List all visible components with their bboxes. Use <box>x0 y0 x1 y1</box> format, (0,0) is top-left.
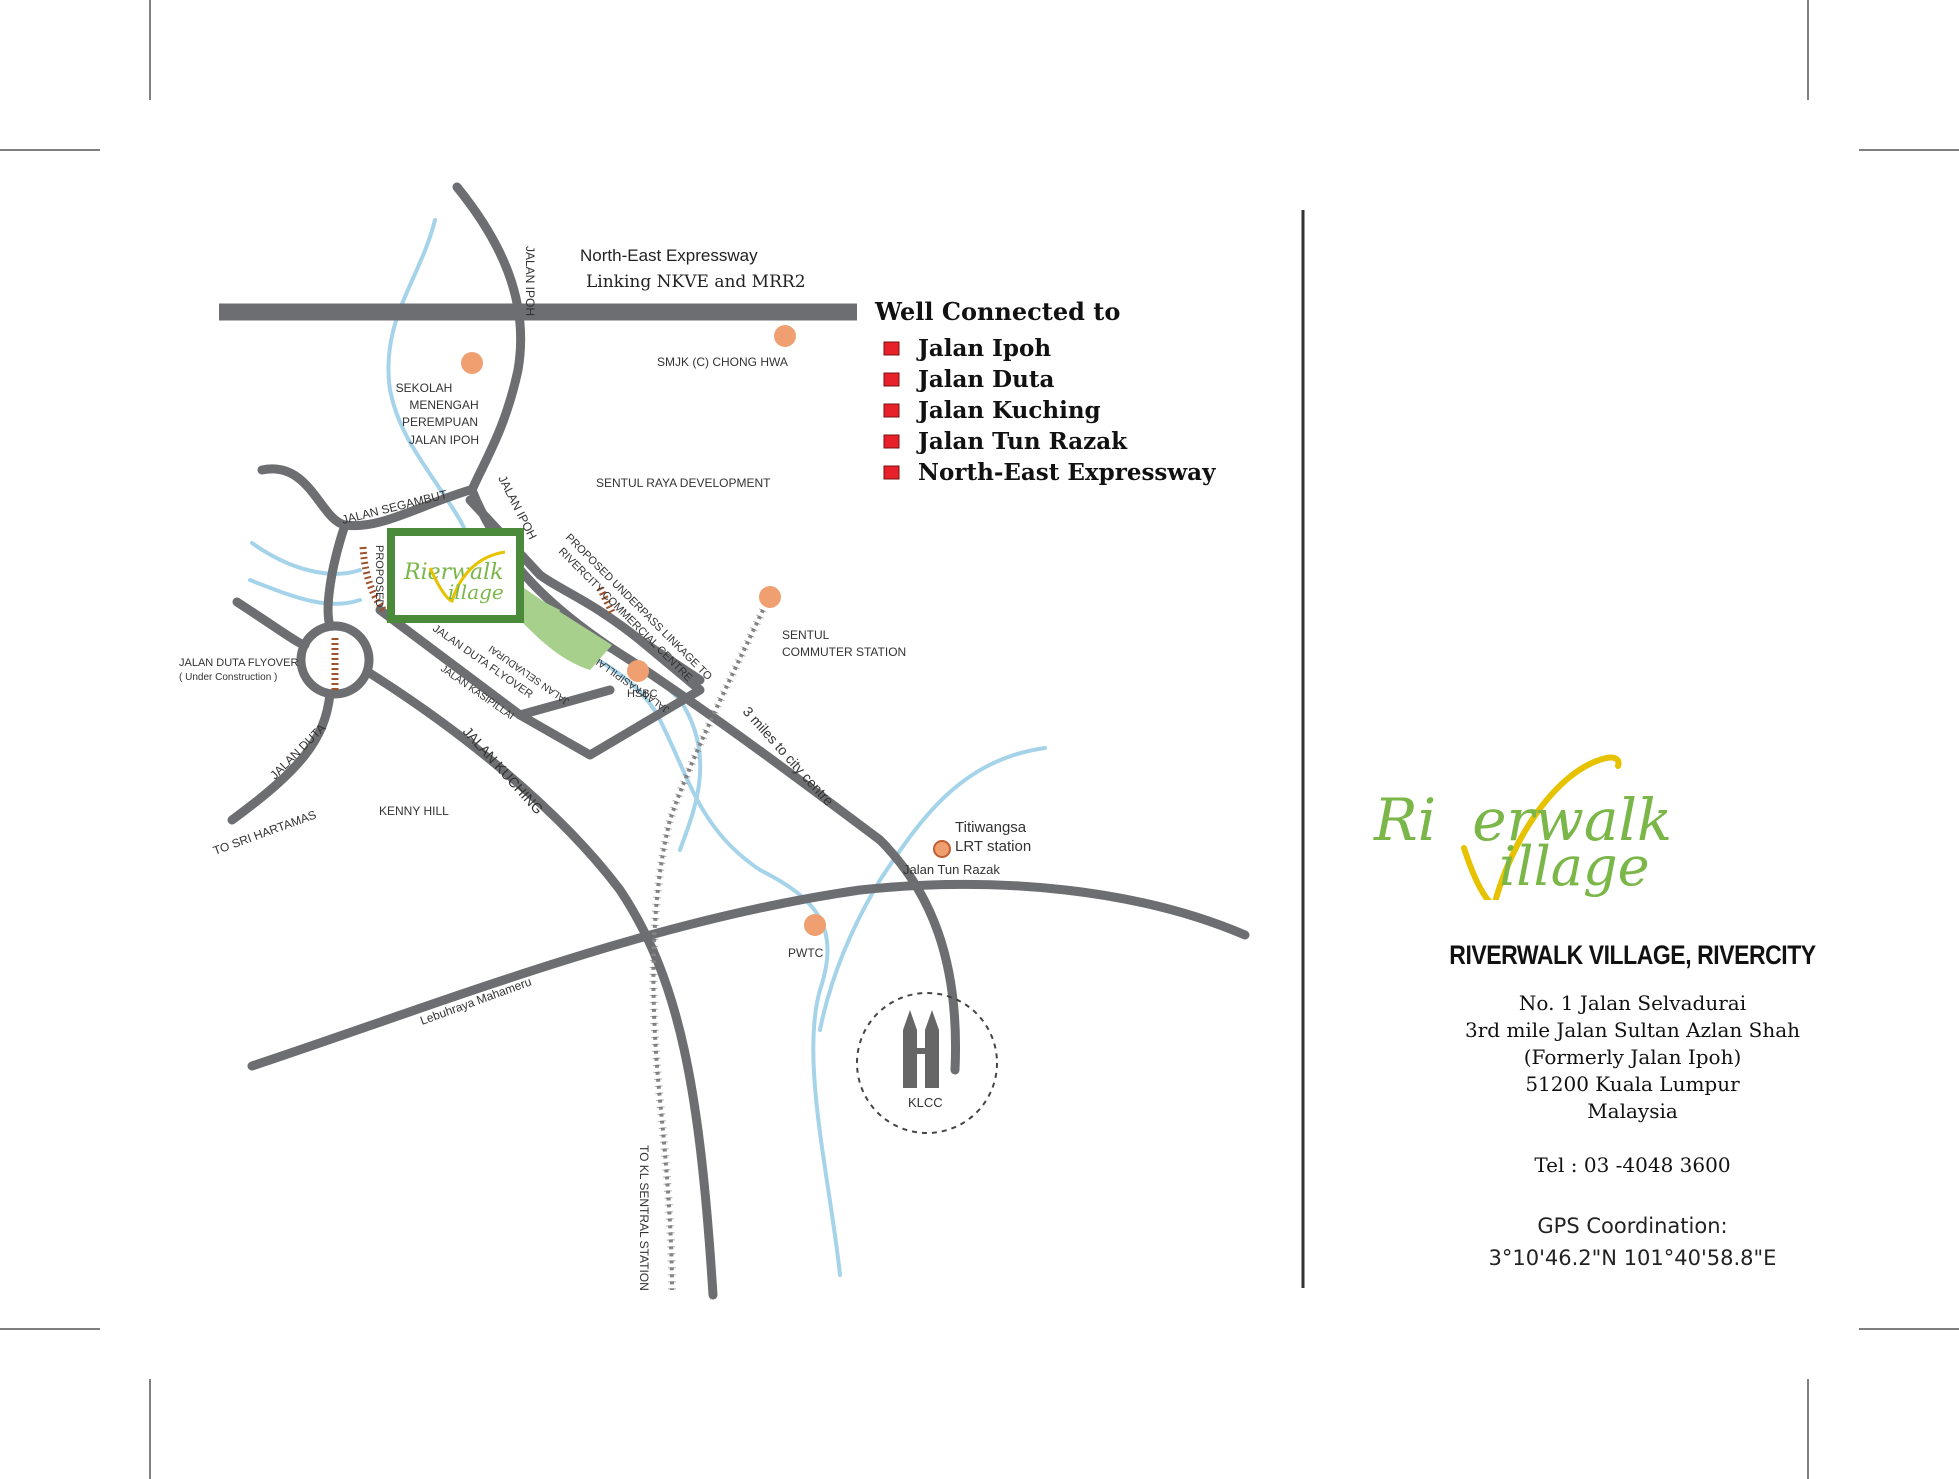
jalan-tun-razak-road <box>247 879 1250 1071</box>
label-to-sri-hartamas: TO SRI HARTAMAS <box>211 807 318 857</box>
label-jalan-ipoh-top: JALAN IPOH <box>523 246 537 316</box>
site-logo-v-swoosh <box>428 550 506 603</box>
site-logo-frame <box>387 528 524 623</box>
legend-item: Jalan Ipoh <box>916 335 1051 362</box>
expressway-subtitle: Linking NKVE and MRR2 <box>586 272 806 292</box>
jalan-duta-south-road <box>227 689 335 825</box>
label-sentul-raya: SENTUL RAYA DEVELOPMENT <box>596 476 771 490</box>
klcc-circle <box>856 992 998 1134</box>
address-line: Malaysia <box>1587 1099 1678 1123</box>
jalan-kuching-road <box>363 667 718 1300</box>
address-line: 51200 Kuala Lumpur <box>1525 1072 1740 1096</box>
address-line: No. 1 Jalan Selvadurai <box>1518 991 1747 1015</box>
road-labels: JALAN IPOH JALAN IPOH JALAN SEGAMBUT PRO… <box>211 246 1000 1291</box>
label-titiwangsa-1: Titiwangsa <box>955 819 1027 836</box>
legend-item: North-East Expressway <box>918 459 1216 486</box>
poi-sekolah <box>461 352 483 374</box>
poi-sentul <box>759 586 781 608</box>
label-jalan-tun-razak: Jalan Tun Razak <box>903 862 1000 877</box>
label-sentul-2: COMMUTER STATION <box>782 645 906 659</box>
label-sekolah-4: JALAN IPOH <box>409 433 479 447</box>
klcc-label: KLCC <box>908 1095 943 1110</box>
label-jalan-kuching: JALAN KUCHING <box>460 723 547 817</box>
info-title: RIVERWALK VILLAGE, RIVERCITY <box>1449 940 1816 970</box>
legend-marker <box>883 403 900 418</box>
site-logo-line2: illage <box>448 580 504 604</box>
label-titiwangsa-2: LRT station <box>955 838 1031 855</box>
label-3-miles: 3 miles to city centre <box>740 703 837 809</box>
label-sekolah-1: SEKOLAH <box>396 381 453 395</box>
poi-smjk <box>774 325 796 347</box>
legend-item: Jalan Kuching <box>916 397 1101 424</box>
label-sekolah-2: MENENGAH <box>409 398 478 412</box>
label-flyover-2: ( Under Construction ) <box>179 672 277 683</box>
label-to-kl-sentral: TO KL SENTRAL STATION <box>637 1145 651 1291</box>
legend-item: Jalan Tun Razak <box>916 428 1128 455</box>
roundabout <box>296 621 374 699</box>
expressway-name: North-East Expressway <box>580 246 758 265</box>
logo-swoosh <box>1461 754 1622 900</box>
jalan-duta-flyover-road <box>232 597 310 650</box>
legend-marker <box>883 341 900 356</box>
label-sentul-1: SENTUL <box>782 628 830 642</box>
jalan-duta-road <box>323 520 350 631</box>
poi-titiwangsa <box>933 840 951 858</box>
label-kenny-hill: KENNY HILL <box>379 804 449 818</box>
jalan-kasipillai-branch <box>515 635 705 760</box>
legend-title: Well Connected to <box>874 297 1120 326</box>
address-block: No. 1 Jalan Selvadurai 3rd mile Jalan Su… <box>1306 990 1959 1125</box>
gps-label: GPS Coordination: <box>1537 1214 1728 1238</box>
proposed-marks <box>331 546 616 690</box>
label-pwtc: PWTC <box>788 946 824 960</box>
legend-marker <box>883 434 900 449</box>
poi-markers <box>461 325 951 936</box>
legend-marker <box>883 465 900 480</box>
legend-marker <box>883 372 900 387</box>
place-labels: SMJK (C) CHONG HWA SEKOLAH MENENGAH PERE… <box>179 355 1031 960</box>
poi-pwtc <box>804 914 826 936</box>
jalan-kasipillai-road <box>465 495 705 685</box>
klcc-towers-icon <box>903 1010 939 1088</box>
label-sekolah-3: PEREMPUAN <box>402 415 478 429</box>
logo-line2: illage <box>1499 835 1650 898</box>
label-smjk: SMJK (C) CHONG HWA <box>657 355 788 369</box>
label-flyover-1: JALAN DUTA FLYOVER <box>179 657 298 669</box>
label-hsbc: HSBC <box>627 688 658 700</box>
label-proposed: PROPOSED <box>373 545 385 607</box>
site-pointer <box>520 590 560 625</box>
poi-hsbc <box>627 660 649 682</box>
address-line: (Formerly Jalan Ipoh) <box>1523 1045 1742 1069</box>
gps-value: 3°10'46.2"N 101°40'58.8"E <box>1488 1246 1777 1270</box>
telephone: Tel : 03 -4048 3600 <box>1534 1153 1731 1177</box>
address-line: 3rd mile Jalan Sultan Azlan Shah <box>1465 1018 1800 1042</box>
label-jalan-duta: JALAN DUTA <box>267 721 328 782</box>
legend-item: Jalan Duta <box>916 366 1054 393</box>
roads <box>219 182 1250 1300</box>
